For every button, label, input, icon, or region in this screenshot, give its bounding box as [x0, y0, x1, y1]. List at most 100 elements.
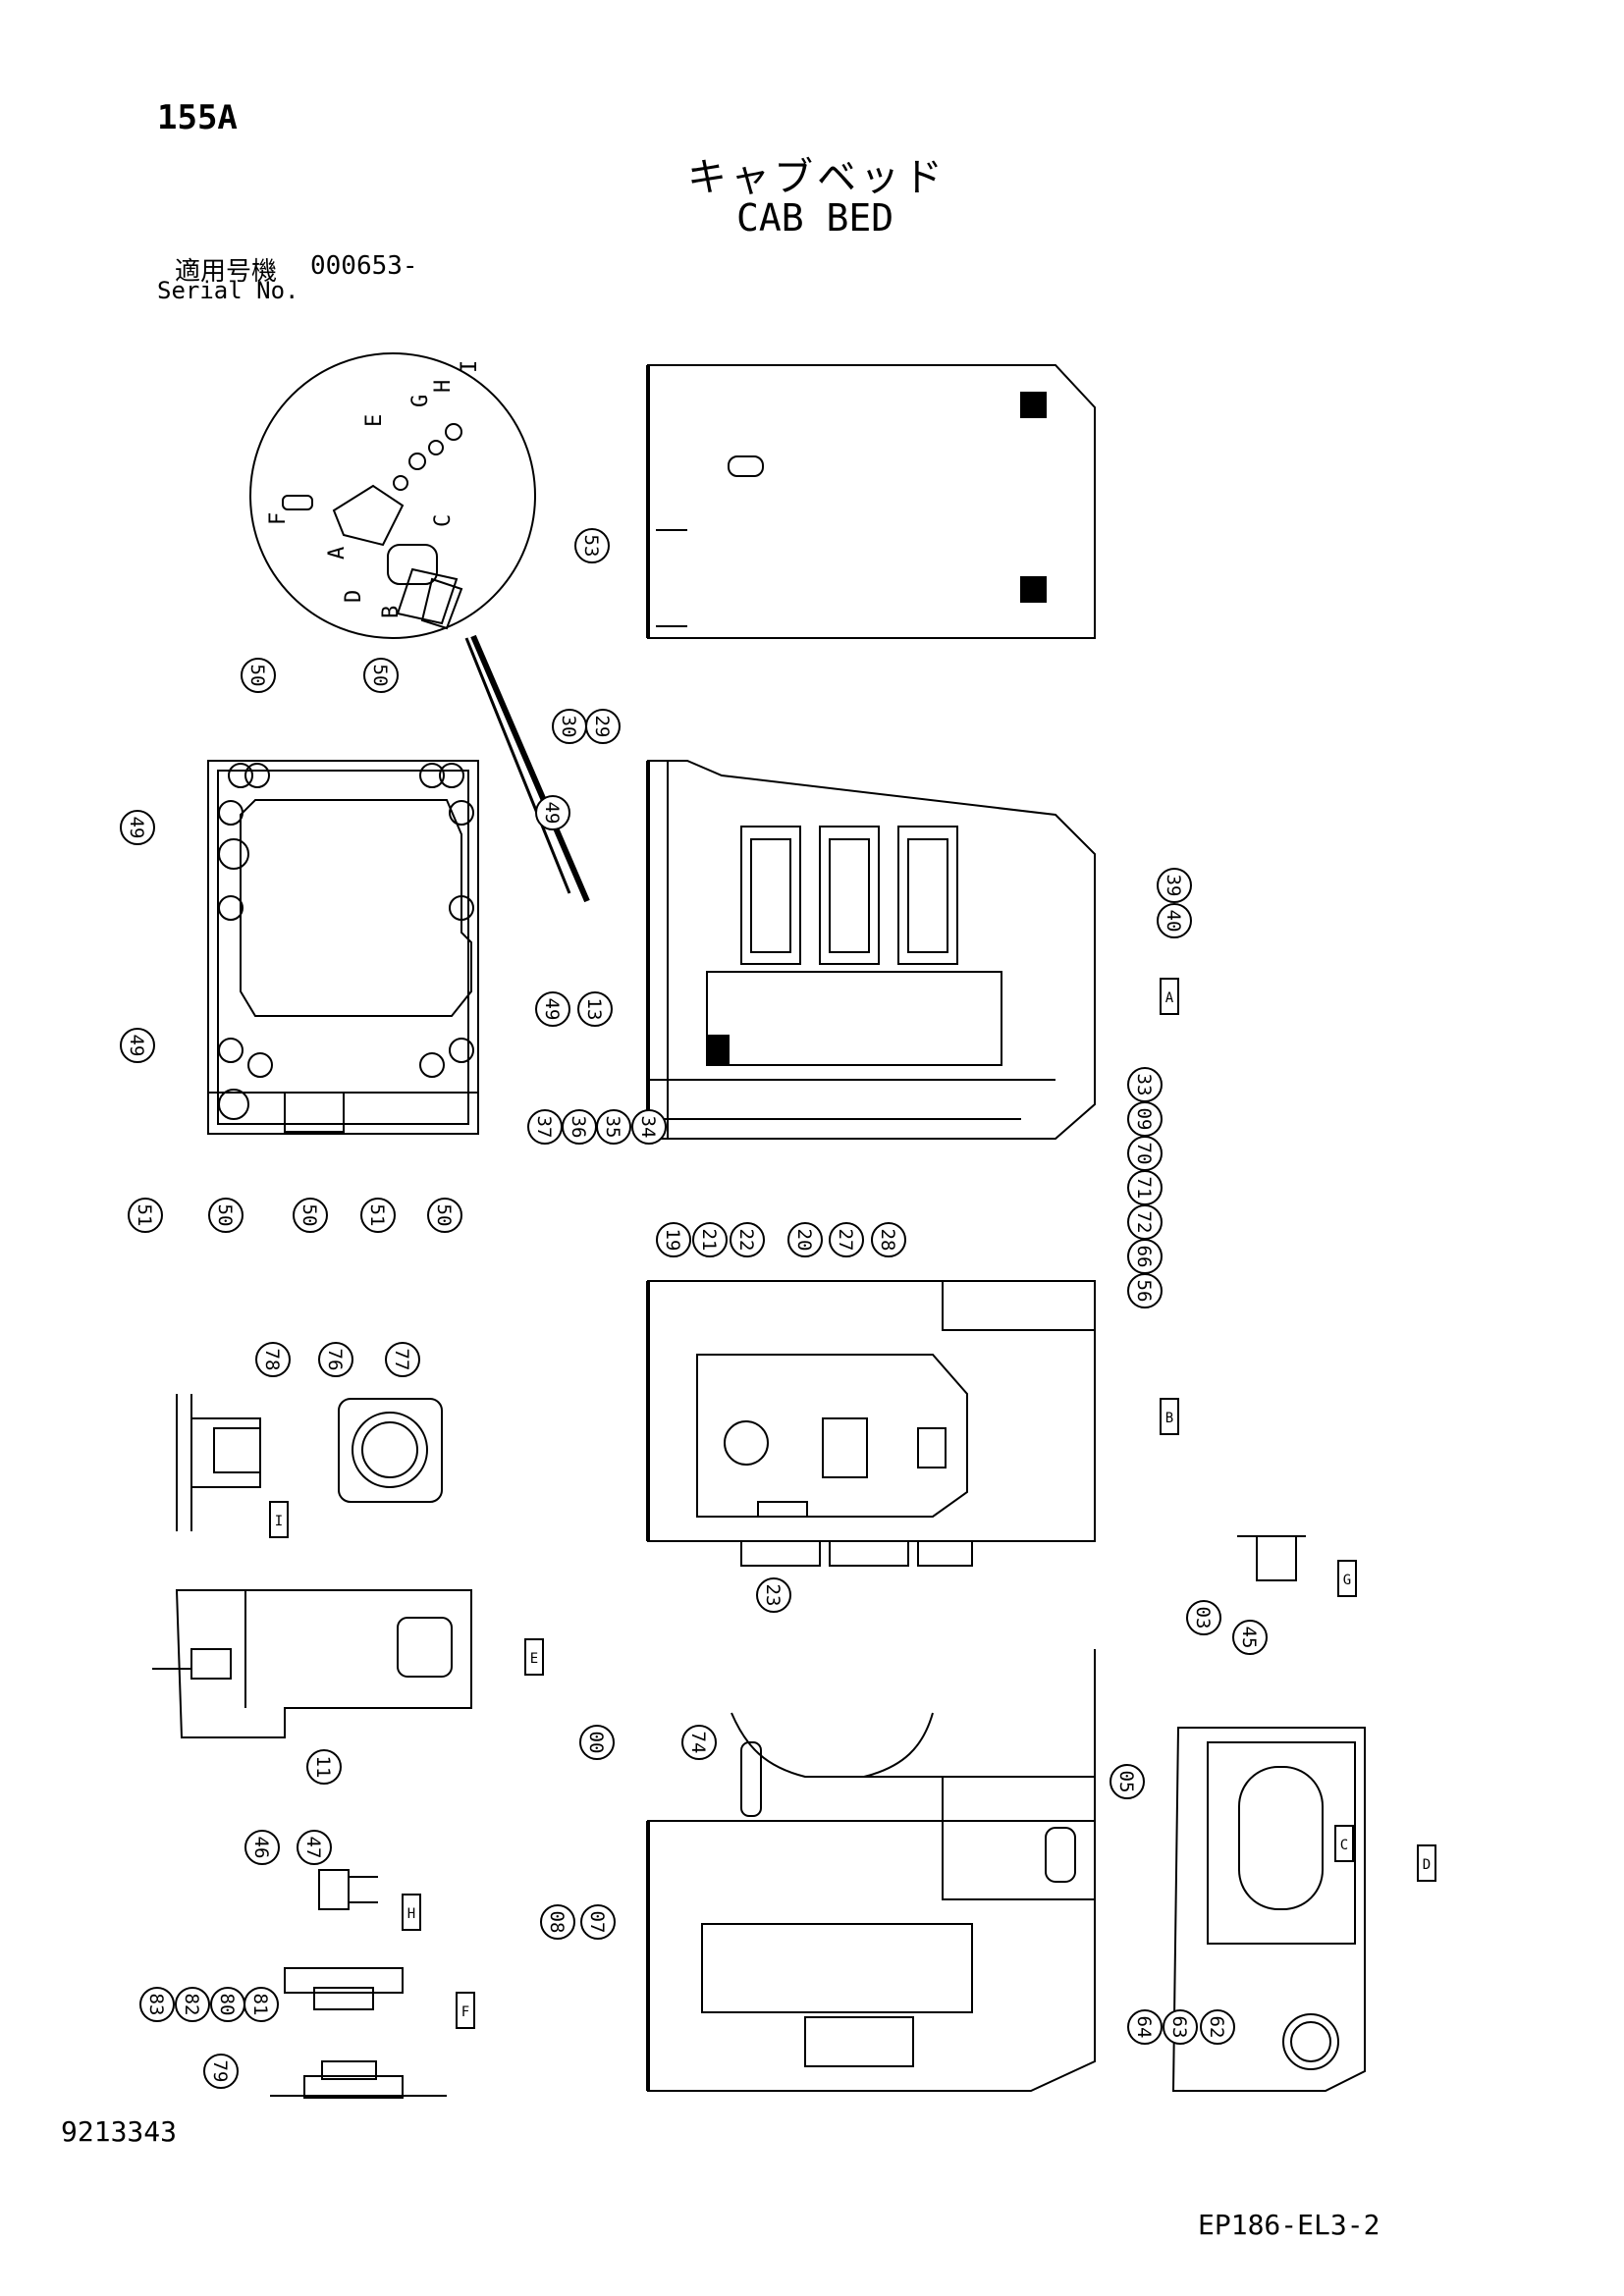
callout-51: 51 — [128, 1198, 163, 1233]
callout-number: 20 — [793, 1229, 815, 1252]
section-tag-g: G — [1337, 1560, 1357, 1597]
callout-33: 33 — [1127, 1067, 1163, 1102]
callout-number: 46 — [250, 1837, 272, 1859]
callout-number: 63 — [1168, 2016, 1190, 2039]
callout-08: 08 — [540, 1904, 575, 1940]
callout-62: 62 — [1200, 2009, 1235, 2045]
callout-number: 50 — [433, 1204, 455, 1227]
callout-number: 50 — [369, 665, 391, 687]
callout-03: 03 — [1186, 1600, 1221, 1635]
callout-09: 09 — [1127, 1101, 1163, 1137]
callout-50: 50 — [427, 1198, 462, 1233]
callout-74: 74 — [681, 1725, 717, 1760]
callout-number: 72 — [1133, 1211, 1155, 1234]
callout-20: 20 — [787, 1222, 823, 1257]
callout-23: 23 — [756, 1577, 791, 1613]
serial-label-japanese: 適用号機 — [175, 257, 278, 287]
callout-number: 00 — [585, 1732, 607, 1754]
callout-50: 50 — [241, 658, 276, 693]
callout-number: 49 — [541, 998, 563, 1021]
callout-37: 37 — [527, 1109, 563, 1145]
callout-66: 66 — [1127, 1239, 1163, 1274]
callout-number: 83 — [145, 1994, 167, 2016]
detail-letter-d: D — [342, 590, 366, 603]
cab-rear-view — [646, 1649, 1096, 2092]
section-tag-letter: B — [1165, 1411, 1173, 1426]
callout-47: 47 — [297, 1830, 332, 1865]
callout-28: 28 — [871, 1222, 906, 1257]
callout-53: 53 — [574, 528, 610, 563]
callout-number: 50 — [246, 665, 268, 687]
callout-number: 45 — [1238, 1627, 1260, 1649]
section-tag-e: E — [524, 1638, 544, 1676]
callout-80: 80 — [210, 1987, 245, 2022]
callout-number: 71 — [1133, 1177, 1155, 1200]
callout-number: 70 — [1133, 1143, 1155, 1165]
callout-05: 05 — [1110, 1764, 1145, 1799]
callout-35: 35 — [596, 1109, 631, 1145]
floor-frame-view — [207, 760, 479, 1135]
callout-number: 64 — [1133, 2016, 1155, 2039]
detail-letter-f: F — [266, 512, 291, 525]
callout-number: 08 — [546, 1911, 568, 1934]
callout-40: 40 — [1157, 903, 1192, 938]
callout-number: 74 — [687, 1732, 709, 1754]
callout-number: 36 — [568, 1116, 589, 1139]
callout-number: 50 — [214, 1204, 236, 1227]
title-english: CAB BED — [736, 196, 894, 240]
callout-63: 63 — [1163, 2009, 1198, 2045]
callout-36: 36 — [562, 1109, 597, 1145]
callout-number: 40 — [1163, 910, 1184, 933]
detail-letter-i: I — [458, 360, 482, 373]
callout-76: 76 — [318, 1342, 353, 1377]
callout-number: 62 — [1206, 2016, 1227, 2039]
section-tag-i: I — [269, 1501, 289, 1538]
callout-56: 56 — [1127, 1273, 1163, 1308]
callout-number: 81 — [249, 1994, 271, 2016]
callout-50: 50 — [363, 658, 399, 693]
bellows-detail — [176, 1394, 443, 1531]
callout-number: 29 — [591, 716, 613, 738]
section-tag-b: B — [1160, 1398, 1179, 1435]
callout-number: 78 — [261, 1349, 283, 1371]
callout-number: 19 — [662, 1229, 683, 1252]
callout-number: 13 — [583, 998, 605, 1021]
section-tag-letter: E — [530, 1651, 538, 1667]
detail-letter-b: B — [379, 606, 404, 618]
callout-number: 11 — [312, 1756, 334, 1779]
callout-number: 28 — [877, 1229, 898, 1252]
callout-number: 03 — [1192, 1607, 1214, 1629]
section-tag-letter: C — [1340, 1838, 1348, 1853]
section-tag-letter: F — [461, 2004, 469, 2020]
detail-letter-h: H — [431, 380, 456, 393]
callout-72: 72 — [1127, 1204, 1163, 1240]
cab-floor-plan — [646, 760, 1096, 1140]
callout-number: 49 — [126, 817, 147, 839]
side-bracket-detail — [152, 1589, 472, 1738]
section-tag-a: A — [1160, 978, 1179, 1015]
callout-07: 07 — [580, 1904, 616, 1940]
callout-45: 45 — [1232, 1620, 1268, 1655]
callout-number: 53 — [580, 535, 602, 558]
callout-number: 09 — [1133, 1108, 1155, 1131]
callout-number: 39 — [1163, 875, 1184, 897]
callout-50: 50 — [293, 1198, 328, 1233]
callout-64: 64 — [1127, 2009, 1163, 2045]
callout-number: 79 — [209, 2060, 231, 2083]
section-tag-letter: G — [1343, 1573, 1351, 1588]
callout-79: 79 — [203, 2054, 239, 2089]
detail-letter-c: C — [431, 514, 456, 527]
cab-top-view — [646, 364, 1096, 639]
callout-number: 76 — [324, 1349, 346, 1371]
document-code: EP186-EL3-2 — [1198, 2209, 1380, 2241]
page-code: 155A — [157, 98, 238, 137]
callout-78: 78 — [255, 1342, 291, 1377]
callout-82: 82 — [175, 1987, 210, 2022]
callout-number: 47 — [302, 1837, 324, 1859]
callout-number: 49 — [541, 802, 563, 825]
detail-letter-g: G — [408, 395, 433, 407]
callout-71: 71 — [1127, 1170, 1163, 1205]
callout-number: 80 — [216, 1994, 238, 2016]
callout-46: 46 — [244, 1830, 280, 1865]
callout-number: 56 — [1133, 1280, 1155, 1303]
